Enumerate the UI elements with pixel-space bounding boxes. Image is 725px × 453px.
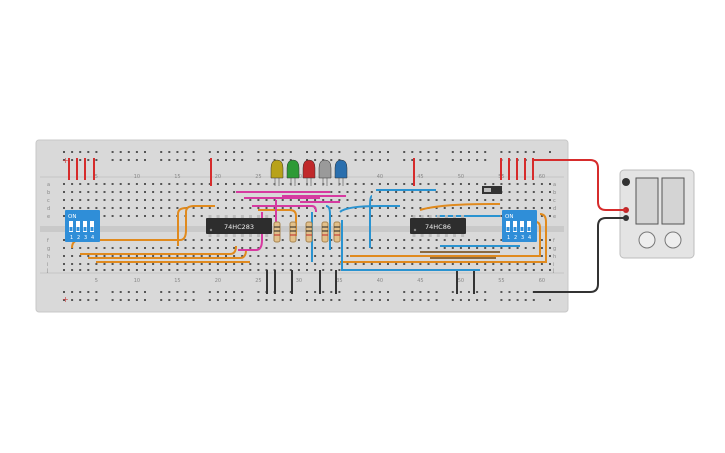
yellow-led[interactable] [270,159,284,186]
battery-knob-right[interactable] [664,231,682,249]
column-number: 60 [539,278,545,284]
row-letter: d [47,206,50,212]
slide-switch[interactable] [482,186,502,194]
battery-pack[interactable] [619,169,695,259]
dip-on-label: ON [68,214,76,220]
dip-switch-right[interactable]: ON 1 2 3 4 [502,210,537,242]
row-letter: j [552,268,554,274]
battery-switch-icon[interactable] [622,178,630,186]
breadboard[interactable]: 5510101515202025253030353540404545505055… [35,139,569,313]
dip-on-label: ON [505,214,513,220]
dip-toggle[interactable] [69,221,73,232]
chip-pins [208,215,269,237]
white-led[interactable] [318,159,332,186]
row-letter: g [47,246,50,252]
rail-plus-bottom: + [62,295,69,304]
resistors[interactable] [273,221,341,243]
svg-text:3: 3 [521,235,524,241]
column-number: 40 [377,174,383,180]
chip-pins [412,215,465,237]
svg-text:4: 4 [91,235,94,241]
dip-toggle[interactable] [83,221,87,232]
power-jumpers[interactable] [68,158,534,186]
row-letter: b [47,190,50,196]
row-letter: h [553,254,556,260]
dip-toggle[interactable] [527,221,531,232]
column-number: 10 [134,278,140,284]
leds[interactable] [270,159,348,186]
row-letter: d [553,206,556,212]
ground-jumpers[interactable] [266,270,475,294]
red-led[interactable] [302,159,316,186]
battery-knob-left[interactable] [638,231,656,249]
row-letter: i [553,262,554,268]
column-number: 45 [417,278,423,284]
dip-toggle[interactable] [76,221,80,232]
dip-toggle[interactable] [506,221,510,232]
dip-toggles[interactable] [506,221,531,232]
column-number: 15 [174,278,180,284]
row-letter: e [553,214,556,220]
chip-74hc283[interactable]: 74HC283 [206,215,272,237]
column-number: 60 [539,174,545,180]
svg-text:3: 3 [84,235,87,241]
row-letter: b [553,190,556,196]
brown-wires[interactable] [420,251,500,259]
row-letter: c [553,198,556,204]
svg-text:1: 1 [70,235,73,241]
column-number: 25 [255,278,261,284]
svg-text:4: 4 [528,235,531,241]
column-number: 5 [95,278,98,284]
blue-led[interactable] [334,159,348,186]
column-number: 35 [336,278,342,284]
chip-label: 74HC283 [224,223,254,231]
column-number: 30 [296,278,302,284]
row-letter: j [46,268,48,274]
row-letter: c [47,198,50,204]
dip-toggle[interactable] [90,221,94,232]
battery-wires[interactable] [533,159,626,293]
dip-numbers: 1 2 3 4 [70,235,94,241]
row-letter: f [47,238,49,244]
green-led[interactable] [286,159,300,186]
chip-74hc86[interactable]: 74HC86 [410,215,466,237]
dip-switch-left[interactable]: ON 1 2 3 4 [65,210,100,242]
dip-toggles[interactable] [69,221,94,232]
dip-toggle[interactable] [520,221,524,232]
svg-text:2: 2 [77,235,80,241]
row-letter: f [553,238,555,244]
column-number: 50 [458,278,464,284]
dip-toggle[interactable] [513,221,517,232]
row-letter: h [47,254,50,260]
dip-numbers: 1 2 3 4 [507,235,531,241]
rail-plus-top: + [62,156,69,165]
column-number: 15 [174,174,180,180]
column-number: 50 [458,174,464,180]
svg-text:1: 1 [507,235,510,241]
blue-wires[interactable] [311,189,520,271]
row-letter: a [553,182,556,188]
svg-text:2: 2 [514,235,517,241]
row-letter: e [47,214,50,220]
column-number: 5 [95,174,98,180]
column-number: 20 [215,278,221,284]
chip-label: 74HC86 [425,223,451,231]
row-letter: i [47,262,48,268]
row-letter: a [47,182,50,188]
column-number: 25 [255,174,261,180]
column-number: 20 [215,174,221,180]
column-number: 55 [498,278,504,284]
column-number: 10 [134,174,140,180]
row-letter: g [553,246,556,252]
column-number: 40 [377,278,383,284]
column-number: 45 [417,174,423,180]
